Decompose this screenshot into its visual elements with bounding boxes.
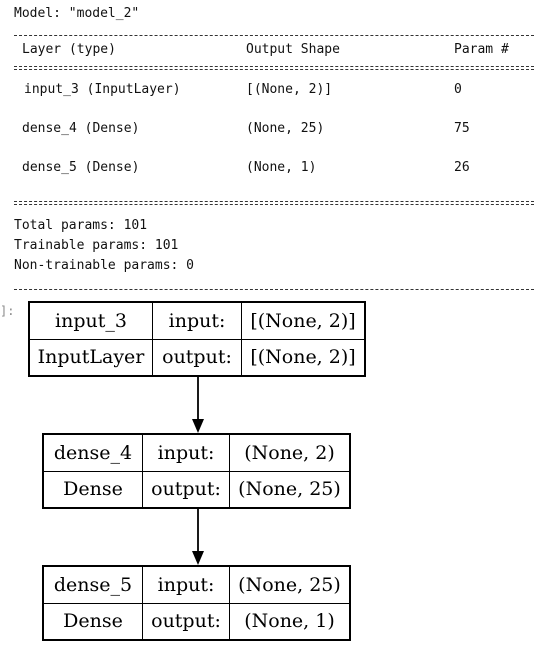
arrow-down-icon [192,375,204,433]
layer-cell: dense_5 (Dense) [22,160,140,175]
input-shape: (None, 25) [229,566,350,604]
cell-prompt: ]: [0,304,15,318]
node-type: InputLayer [29,338,153,376]
output-label: output: [142,470,230,508]
divider-top [14,35,534,36]
header-param: Param # [454,42,509,57]
non-trainable-params: Non-trainable params: 0 [14,258,195,273]
header-output-shape: Output Shape [246,42,340,57]
node-input-3: input_3 input: [(None, 2)] InputLayer ou… [28,301,366,377]
node-name: dense_4 [43,434,143,472]
layer-cell: dense_4 (Dense) [22,121,140,136]
trainable-params: Trainable params: 101 [14,238,179,253]
model-title: Model: "model_2" [14,6,140,21]
node-name: input_3 [29,302,153,340]
input-label: input: [152,302,242,340]
param-cell: 26 [454,160,470,175]
output-shape-cell: (None, 25) [246,121,325,136]
input-label: input: [142,434,230,472]
layer-cell: input_3 (InputLayer) [24,82,181,97]
output-shape: (None, 25) [229,470,350,508]
divider-header [14,66,534,70]
output-shape: [(None, 2)] [241,338,365,376]
node-type: Dense [43,602,143,640]
output-label: output: [142,602,230,640]
node-dense-4: dense_4 input: (None, 2) Dense output: (… [42,433,351,509]
node-dense-5: dense_5 input: (None, 25) Dense output: … [42,565,351,641]
output-shape-cell: (None, 1) [246,160,317,175]
node-name: dense_5 [43,566,143,604]
arrow-down-icon [192,507,204,565]
input-label: input: [142,566,230,604]
node-type: Dense [43,470,143,508]
output-label: output: [152,338,242,376]
input-shape: (None, 2) [229,434,350,472]
header-layer: Layer (type) [22,42,116,57]
output-shape-cell: [(None, 2)] [246,82,333,97]
param-cell: 0 [454,82,462,97]
total-params: Total params: 101 [14,218,148,233]
output-shape: (None, 1) [229,602,350,640]
divider-footer [14,201,534,205]
param-cell: 75 [454,121,470,136]
input-shape: [(None, 2)] [241,302,365,340]
divider-bottom [14,289,534,290]
